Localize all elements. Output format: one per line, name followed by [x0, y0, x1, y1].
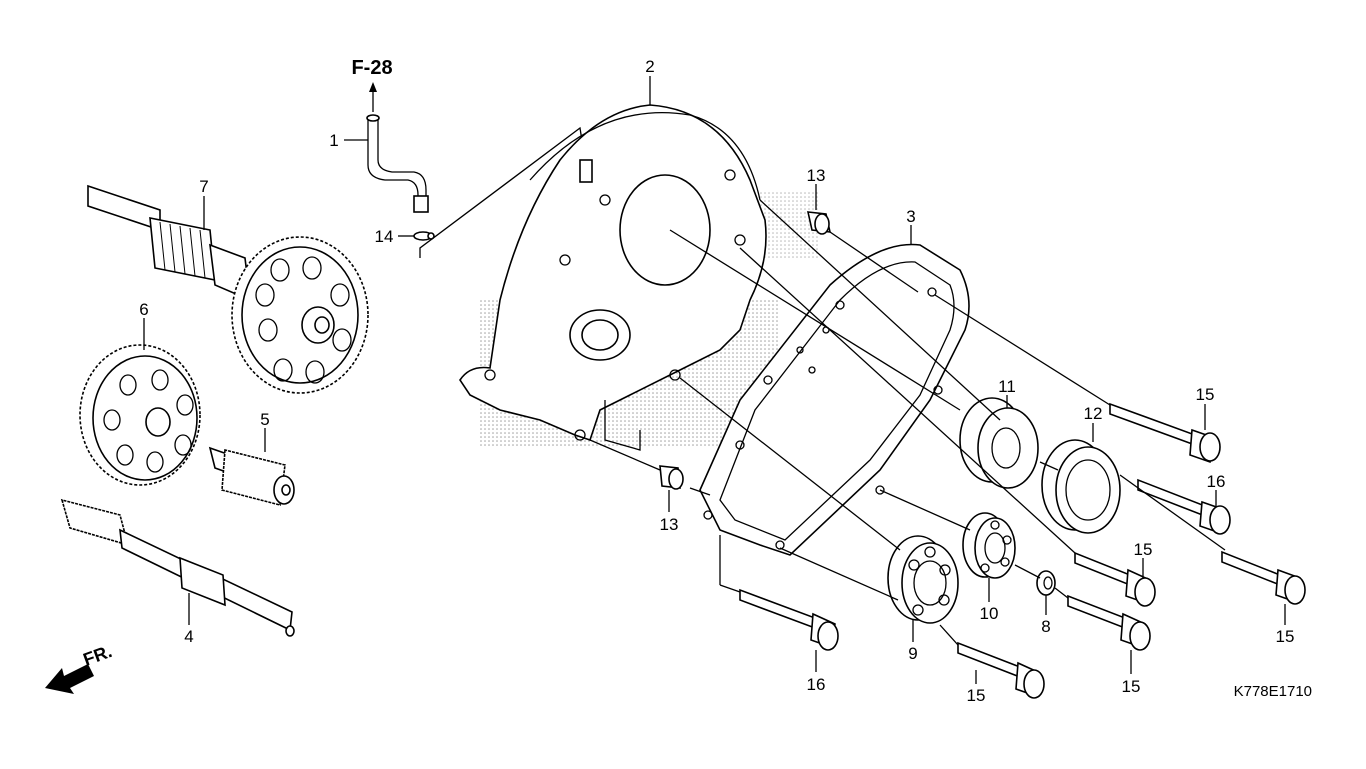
callout-2: 2	[645, 57, 654, 76]
diagram-code: K778E1710	[1234, 683, 1312, 700]
callout-15-mid: 15	[1134, 540, 1153, 559]
callout-16-lower: 16	[807, 675, 826, 694]
callout-13-upper: 13	[807, 166, 826, 185]
gasket	[699, 243, 970, 556]
crankcase-cover	[459, 104, 767, 451]
guide-lines	[589, 199, 1226, 646]
callout-15-lower: 15	[967, 686, 986, 705]
callout-6: 6	[139, 300, 148, 319]
callout-12: 12	[1084, 404, 1103, 423]
bolt-16-upper	[1137, 478, 1231, 535]
bearing-9	[887, 535, 959, 624]
bolt-15-mid-lower	[1067, 594, 1151, 651]
dowel-pin-lower	[659, 465, 684, 490]
callout-9: 9	[908, 644, 917, 663]
callout-15-mid-lower: 15	[1122, 677, 1141, 696]
pinion-gear	[208, 446, 295, 507]
callout-15-upper: 15	[1196, 385, 1215, 404]
callout-11: 11	[998, 377, 1016, 396]
reference-label: F-28	[351, 57, 392, 79]
callout-5: 5	[260, 410, 269, 429]
callout-15-right: 15	[1276, 627, 1295, 646]
breather-tube	[366, 82, 429, 213]
callout-1: 1	[329, 131, 338, 150]
callout-3: 3	[906, 207, 915, 226]
callout-7: 7	[199, 177, 208, 196]
oil-seal-12	[1041, 439, 1121, 534]
bolt-15-lower	[957, 641, 1045, 699]
callout-10: 10	[980, 604, 999, 623]
bearing-10	[962, 512, 1016, 579]
callout-16-upper: 16	[1207, 472, 1226, 491]
callout-13-lower: 13	[660, 515, 679, 534]
front-marker-label: FR.	[81, 641, 115, 670]
driven-gear	[79, 344, 201, 486]
countershaft-gear	[87, 184, 369, 394]
callout-14: 14	[375, 227, 394, 246]
bearing-11	[959, 397, 1039, 489]
washer-8	[1036, 570, 1056, 596]
callout-4: 4	[184, 627, 193, 646]
bolts	[739, 402, 1306, 699]
final-shaft	[60, 498, 295, 637]
leader-lines	[143, 76, 1286, 684]
front-direction-arrow	[45, 664, 94, 694]
callout-8: 8	[1041, 617, 1050, 636]
bolt-15-upper	[1109, 402, 1221, 464]
bolt-16-lower	[739, 588, 839, 651]
bolt-15-right	[1221, 550, 1306, 605]
